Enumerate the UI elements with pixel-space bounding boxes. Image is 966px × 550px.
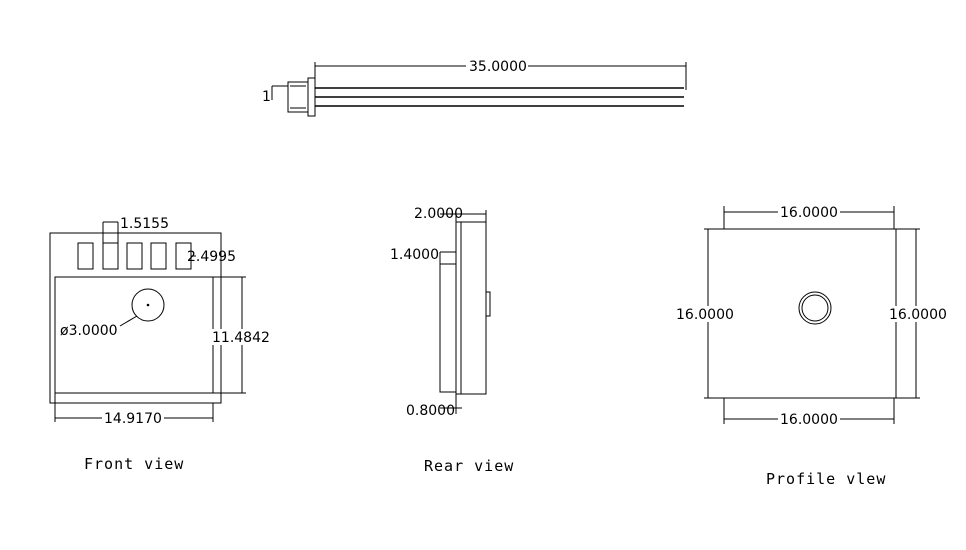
profile-left-label: 16.0000 [676,307,734,323]
label-bg [888,306,948,322]
profile-top-label: 16.0000 [780,205,838,221]
front-height-label: 11.4842 [212,330,270,346]
rear-back-plate [439,263,457,393]
profile-caption: Profile vlew [766,470,886,488]
profile-view: 16.0000 16.0000 16.0000 16.0000 Profile … [676,204,948,488]
front-view: ø3.0000 1.5155 2.4995 11.4842 14.9170 Fr… [49,216,272,473]
profile-right-label: 16.0000 [889,307,947,323]
front-pad-width-label: 1.5155 [120,216,169,232]
cable-length-label: 35.0000 [469,59,527,75]
label-bg [676,306,734,322]
profile-bottom-label: 16.0000 [780,412,838,428]
front-hole-label: ø3.0000 [60,323,118,339]
label-bg [212,329,272,345]
hole-leader [119,315,138,327]
rear-bottom-label: 0.8000 [406,403,455,419]
connector-flange [307,77,316,117]
front-pad [77,242,94,270]
front-outline [49,232,222,404]
rear-thickness-label: 2.0000 [414,206,463,222]
rear-bump [485,291,491,317]
front-pad [150,242,167,270]
front-pad-height-label: 2.4995 [187,249,236,265]
profile-outline [707,228,897,399]
front-pad [126,242,143,270]
front-hole-center [146,303,150,307]
front-width-label: 14.9170 [104,411,162,427]
rear-view: 2.0000 1.4000 0.8000 Rear view [390,206,514,475]
profile-hole-outer [798,291,832,325]
label-bg [778,204,840,220]
profile-hole-inner [801,294,829,322]
front-caption: Front view [84,455,184,473]
label-bg [778,411,840,427]
label-bg [466,58,528,74]
rear-caption: Rear view [424,457,514,475]
front-hole [131,288,165,322]
cable-pitch-label: 1 [262,89,271,105]
front-pad [102,242,119,270]
rear-connector-label: 1.4000 [390,247,439,263]
cable-view: 35.0000 1 [262,58,687,117]
label-bg [102,410,164,426]
